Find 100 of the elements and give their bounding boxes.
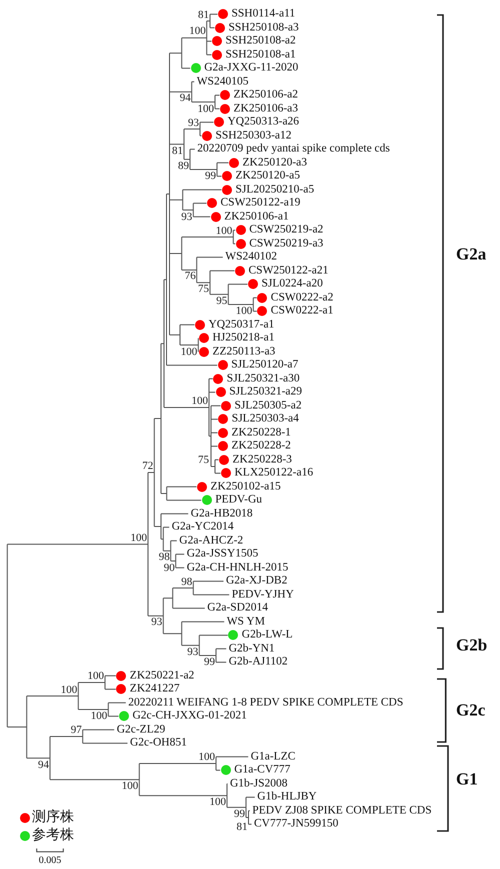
bootstrap-value: 100 (122, 780, 138, 792)
strain-label: SSH250108-a2 (226, 34, 296, 48)
bootstrap-value: 100 (90, 710, 108, 722)
strain-label: PEDV-YJHY (232, 588, 294, 602)
bootstrap-value: 100 (216, 224, 232, 237)
bootstrap-value: 93 (181, 210, 192, 223)
strain-label: CSW0222-a1 (270, 304, 334, 318)
strain-label: SJL250303-a4 (232, 412, 299, 426)
strain-label: CV777-JN599150 (254, 818, 338, 831)
strain-label: SJL250305-a2 (234, 399, 302, 412)
strain-label: G2a-CH-HNLH-2015 (186, 561, 288, 574)
strain-label: ZK250228-2 (232, 440, 291, 453)
strain-label: WS240102 (225, 250, 278, 264)
strain-label: KLX250122-a16 (234, 466, 314, 480)
bootstrap-value: 100 (198, 102, 214, 115)
strain-label: ZK241227 (130, 682, 180, 696)
legend-label: 参考株 (32, 828, 74, 844)
bootstrap-value: 100 (60, 684, 78, 696)
strain-label: G2b-AJ1102 (228, 656, 288, 669)
bootstrap-value: 100 (198, 751, 215, 764)
strain-label: G2c-OH851 (130, 736, 187, 750)
strain-label: G2a-YC2014 (172, 520, 234, 534)
scale-label: 0.005 (38, 855, 62, 866)
strain-label: SSH250303-a12 (216, 129, 292, 142)
strain-label: G2c-ZL29 (116, 723, 166, 736)
strain-label: SSH250108-a1 (226, 48, 296, 62)
strain-label: ZK250221-a2 (130, 669, 194, 682)
strain-label: SJL20250210-a5 (236, 183, 314, 196)
bootstrap-value: 94 (180, 92, 191, 104)
bootstrap-value: 99 (205, 170, 216, 182)
strain-label: SJL0224-a20 (262, 278, 323, 291)
strain-label: ZK250228-1 (232, 426, 291, 440)
strain-label: ZZ250113-a3 (212, 345, 276, 358)
strain-label: G1b-JS2008 (230, 777, 288, 790)
strain-label: ZK250106-a1 (224, 210, 289, 224)
strain-label: SSH0114-a11 (232, 8, 296, 21)
bootstrap-value: 98 (158, 551, 170, 564)
strain-label: G2b-YN1 (228, 642, 275, 656)
strain-label: SSH250108-a3 (228, 21, 299, 34)
bootstrap-value: 94 (38, 758, 49, 771)
strain-label: ZK250120-a5 (236, 170, 300, 183)
strain-label: G2b-LW-L (242, 628, 293, 642)
legend-label: 测序株 (32, 810, 74, 826)
clade-label: G2a (456, 244, 486, 264)
strain-label: ZK250120-a3 (242, 156, 308, 170)
bootstrap-value: 81 (172, 144, 183, 157)
strain-label: SJL250120-a7 (231, 358, 298, 372)
clade-label: G2c (456, 700, 486, 720)
strain-label: SJL250321-a29 (229, 386, 302, 399)
strain-label: G2c-CH-JXXG-01-2021 (132, 710, 247, 723)
strain-label: CSW250219-a3 (249, 237, 324, 250)
strain-label: G2a-SD2014 (207, 602, 268, 615)
bootstrap-value: 90 (164, 562, 175, 574)
strain-label: ZK250228-3 (232, 453, 292, 466)
bootstrap-value: 72 (142, 460, 154, 472)
strain-label: YQ250313-a26 (228, 116, 300, 129)
bootstrap-value: 93 (188, 116, 199, 129)
strain-label: G2a-XJ-DB2 (226, 574, 288, 588)
bootstrap-value: 100 (236, 305, 252, 318)
strain-label: G2a-JXXG-11-2020 (204, 62, 298, 75)
bootstrap-value: 95 (216, 294, 228, 307)
strain-label: WS240105 (196, 75, 248, 88)
clade-label: G2b (456, 636, 488, 654)
strain-label: PEDV ZJ08 SPIKE COMPLETE CDS (252, 804, 432, 818)
clade-label: G1 (456, 770, 478, 788)
strain-label: YQ250317-a1 (208, 318, 274, 332)
strain-label: CSW250219-a2 (249, 224, 324, 237)
strain-label: 20220709 pedv yantai spike complete cds (197, 142, 390, 156)
bootstrap-value: 100 (180, 346, 198, 358)
bootstrap-value: 99 (204, 656, 215, 668)
strain-label: G1a-LZC (250, 750, 296, 764)
bootstrap-value: 81 (236, 821, 248, 834)
strain-label: CSW250122-a21 (248, 264, 328, 278)
bootstrap-value: 97 (70, 724, 82, 736)
bootstrap-value: 100 (189, 25, 206, 38)
strain-label: G2a-HB2018 (190, 507, 253, 520)
bootstrap-value: 81 (198, 8, 209, 21)
bootstrap-value: 75 (198, 283, 209, 296)
strain-label: ZK250102-a15 (210, 480, 281, 494)
strain-label: 20220211 WEIFANG 1-8 PEDV SPIKE COMPLETE CDS (128, 696, 404, 710)
strain-label: G2a-AHCZ-2 (179, 534, 244, 548)
bootstrap-value: 99 (234, 808, 245, 820)
strain-label: CSW250122-a19 (220, 196, 300, 210)
bootstrap-value: 100 (192, 394, 208, 407)
strain-label: CSW0222-a2 (270, 291, 334, 304)
strain-label: G2a-JSSY1505 (186, 548, 258, 561)
bootstrap-value: 98 (181, 576, 192, 588)
strain-label: G1a-CV777 (234, 764, 290, 777)
bootstrap-value: 100 (88, 670, 104, 682)
bootstrap-value: 76 (184, 270, 196, 282)
bootstrap-value: 100 (210, 796, 226, 808)
strain-label: ZK250106-a2 (234, 88, 298, 102)
strain-label: PEDV-Gu (215, 494, 262, 507)
bootstrap-value: 75 (198, 454, 209, 466)
bootstrap-value: 89 (178, 160, 189, 172)
strain-label: WS YM (226, 615, 265, 628)
strain-label: ZK250106-a3 (234, 102, 298, 116)
bootstrap-value: 93 (151, 616, 162, 628)
bootstrap-value: 100 (130, 532, 147, 544)
bootstrap-value: 93 (187, 646, 198, 658)
